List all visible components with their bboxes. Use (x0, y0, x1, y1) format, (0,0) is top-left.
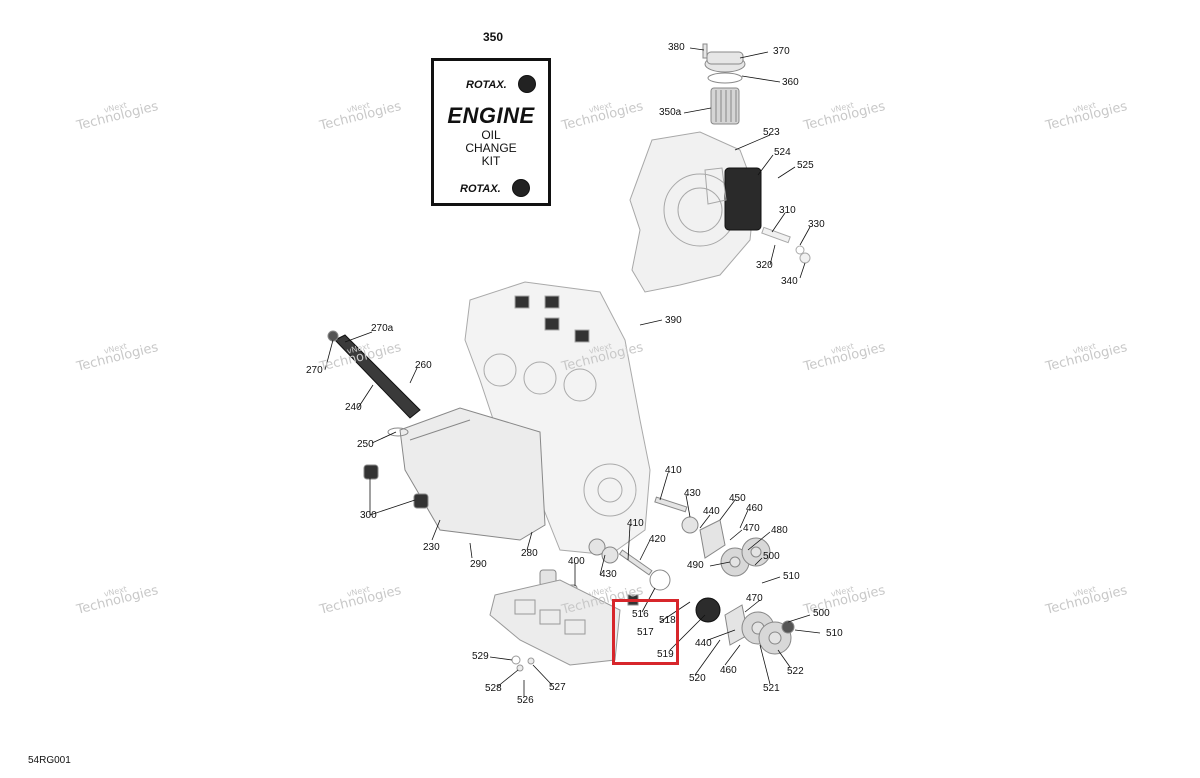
callout-518[interactable]: 518 (659, 615, 676, 626)
callout-500-bottom[interactable]: 500 (813, 608, 830, 619)
oil-change-kit-card[interactable]: ROTAX. ENGINE OIL CHANGE KIT ROTAX. (431, 58, 551, 206)
brand-logo-top: ROTAX. (466, 79, 507, 91)
callout-510-top[interactable]: 510 (783, 571, 800, 582)
callout-470-top[interactable]: 470 (743, 523, 760, 534)
callout-430-mid[interactable]: 430 (600, 569, 617, 580)
callout-300[interactable]: 300 (360, 510, 377, 521)
oil-filter-cover-group (702, 43, 746, 125)
callout-320[interactable]: 320 (756, 260, 773, 271)
leader-lines (324, 47, 821, 697)
callout-450[interactable]: 450 (729, 493, 746, 504)
selected-parts-highlight (612, 599, 679, 665)
callout-250[interactable]: 250 (357, 439, 374, 450)
callout-430-top[interactable]: 430 (684, 488, 701, 499)
brand-logo-bottom: ROTAX. (460, 183, 501, 195)
callout-525[interactable]: 525 (797, 160, 814, 171)
callout-280[interactable]: 280 (521, 548, 538, 559)
kit-line-oil: OIL (481, 128, 501, 142)
callout-340[interactable]: 340 (781, 276, 798, 287)
callout-519[interactable]: 519 (657, 649, 674, 660)
callout-527[interactable]: 527 (549, 682, 566, 693)
callout-523[interactable]: 523 (763, 127, 780, 138)
kit-line-change: CHANGE (465, 141, 517, 155)
callout-529[interactable]: 529 (472, 651, 489, 662)
callout-410-top[interactable]: 410 (665, 465, 682, 476)
callout-290[interactable]: 290 (470, 559, 487, 570)
callout-526[interactable]: 526 (517, 695, 534, 706)
callout-440-bottom[interactable]: 440 (695, 638, 712, 649)
callout-420[interactable]: 420 (649, 534, 666, 545)
callout-470-bottom[interactable]: 470 (746, 593, 763, 604)
callout-400[interactable]: 400 (568, 556, 585, 567)
rotax-badge-icon (512, 179, 530, 197)
callout-260[interactable]: 260 (415, 360, 432, 371)
callout-230[interactable]: 230 (423, 542, 440, 553)
callout-330[interactable]: 330 (808, 219, 825, 230)
diagram-reference-code: 54RG001 (28, 755, 71, 766)
callout-410-mid[interactable]: 410 (627, 518, 644, 529)
callout-510-bottom[interactable]: 510 (826, 628, 843, 639)
callout-460-top[interactable]: 460 (746, 503, 763, 514)
kit-line-kit: KIT (481, 154, 501, 168)
callout-522[interactable]: 522 (787, 666, 804, 677)
oil-pump-group (539, 496, 795, 655)
group-number: 350 (483, 30, 504, 44)
callout-270a[interactable]: 270a (371, 323, 394, 334)
callout-350a[interactable]: 350a (659, 107, 682, 118)
callout-521[interactable]: 521 (763, 683, 780, 694)
engine-block-group (464, 281, 651, 556)
callout-310[interactable]: 310 (779, 205, 796, 216)
callout-360[interactable]: 360 (782, 77, 799, 88)
rotax-badge-icon (518, 75, 536, 93)
callout-460-bottom[interactable]: 460 (720, 665, 737, 676)
callout-380[interactable]: 380 (668, 42, 685, 53)
callout-516[interactable]: 516 (632, 609, 649, 620)
callout-490[interactable]: 490 (687, 560, 704, 571)
callout-520[interactable]: 520 (689, 673, 706, 684)
callout-500-top[interactable]: 500 (763, 551, 780, 562)
callout-270[interactable]: 270 (306, 365, 323, 376)
callout-517[interactable]: 517 (637, 627, 654, 638)
callout-480[interactable]: 480 (771, 525, 788, 536)
oil-tank-group (327, 330, 546, 541)
callout-370[interactable]: 370 (773, 46, 790, 57)
kit-title: ENGINE (447, 103, 535, 128)
callout-240[interactable]: 240 (345, 402, 362, 413)
callout-390[interactable]: 390 (665, 315, 682, 326)
callout-524[interactable]: 524 (774, 147, 791, 158)
callout-528[interactable]: 528 (485, 683, 502, 694)
crankcase-cover-group (629, 131, 811, 293)
callout-440-top[interactable]: 440 (703, 506, 720, 517)
oil-pan-group (489, 579, 621, 672)
